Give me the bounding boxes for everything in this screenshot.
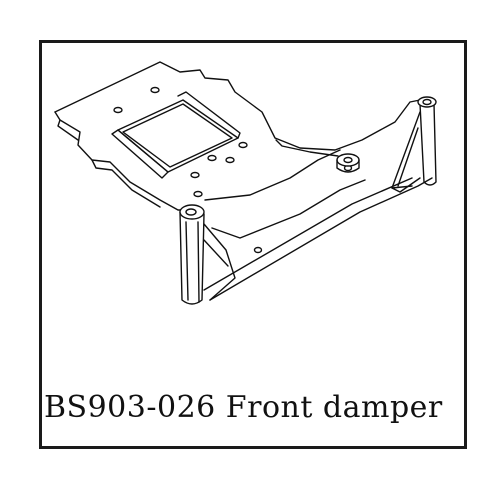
damper-top-plate <box>54 61 421 151</box>
catalog-frame <box>39 40 467 449</box>
part-caption: BS903-026 Front damper <box>44 390 443 425</box>
plate-window <box>117 99 239 173</box>
left-damper-post <box>179 211 205 305</box>
right-damper-post <box>419 103 437 186</box>
